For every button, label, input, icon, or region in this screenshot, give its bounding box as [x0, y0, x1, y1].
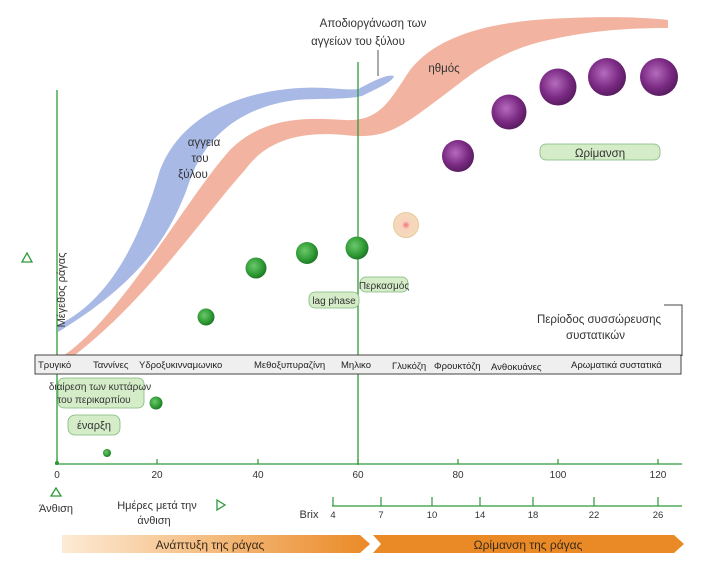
- cell-division-line2: του περικαρπίου: [57, 394, 130, 406]
- berry-day90: [491, 94, 527, 130]
- brix-tick-4: 4: [330, 510, 335, 521]
- days-arrow-icon: [216, 498, 227, 512]
- xylem-disorganization-line1: Αποδιοργάνωση των: [320, 18, 427, 30]
- compound-tannins: Ταννίνες: [93, 360, 129, 371]
- compound-anthocyanins: Ανθοκυάνες: [491, 362, 542, 373]
- onset-box-label: έναρξη: [77, 420, 111, 432]
- x-tick-0: 0: [54, 470, 60, 481]
- x-axis-ticks: [56, 459, 659, 464]
- x-tick-60: 60: [352, 470, 364, 481]
- phase-development-label: Ανάπτυξη της ράγας: [156, 538, 265, 552]
- brix-tick-22: 22: [589, 510, 600, 521]
- xylem-label-line2: του: [191, 153, 208, 165]
- cell-division-line1: διαίρεση των κυττάρων: [49, 381, 151, 393]
- days-label-line1: Ημέρες μετά την: [117, 500, 197, 512]
- compound-aroma: Αρωματικά συστατικά: [571, 360, 662, 371]
- accumulation-bracket: [664, 304, 683, 356]
- berry-veraison: [393, 212, 419, 238]
- flowering-label: Άνθιση: [39, 503, 73, 515]
- xylem-disorganization-line2: αγγείων του ξύλου: [311, 36, 405, 48]
- veraison-box-label: Περκασμός: [359, 280, 410, 292]
- xylem-tail: [360, 75, 394, 96]
- berry-day30: [197, 308, 215, 326]
- lag-phase-box-label: lag phase: [312, 296, 356, 307]
- phase-arrow-ripening: [373, 535, 684, 553]
- compounds-bar: [34, 354, 682, 375]
- berry-day80: [442, 140, 474, 172]
- xylem-band: [58, 87, 362, 332]
- berry-day100: [539, 68, 577, 106]
- cell-division-box: [57, 377, 145, 409]
- brix-label: Brix: [300, 509, 319, 521]
- berry-day110: [588, 58, 626, 96]
- xylem-label-line3: ξύλου: [178, 169, 208, 181]
- veraison-box: [359, 276, 409, 293]
- y-axis-arrow-icon: [20, 251, 34, 263]
- flowering-marker-icon: [49, 486, 63, 497]
- brix-tick-7: 7: [378, 510, 383, 521]
- compound-fructose: Φρουκτόζη: [434, 361, 481, 372]
- ripening-box-label: Ωρίμανση: [575, 148, 625, 160]
- brix-tick-14: 14: [475, 510, 486, 521]
- phase-ripening-label: Ωρίμανση της ράγας: [474, 538, 583, 552]
- phloem-label: ηθμός: [428, 63, 460, 75]
- compound-methoxypyrazine: Μεθοξυπυραζίνη: [254, 360, 325, 371]
- y-axis-label: Μέγεθος ράγας: [56, 253, 68, 328]
- compound-hydroxycinnamic: Υδροξυκινναμωνικο: [139, 360, 222, 371]
- berry-day60: [345, 236, 369, 260]
- compound-glucose: Γλυκόζη: [392, 361, 426, 372]
- berry-day10: [103, 449, 111, 457]
- onset-box: [67, 414, 121, 436]
- berry-day50: [296, 242, 318, 264]
- accumulation-label-line2: συστατικών: [566, 330, 625, 342]
- berry-day120: [640, 58, 678, 96]
- berry-day20: [149, 396, 163, 410]
- x-tick-20: 20: [151, 470, 163, 481]
- brix-tick-26: 26: [653, 510, 664, 521]
- x-tick-120: 120: [650, 470, 667, 481]
- accumulation-label-line1: Περίοδος συσσώρευσης: [537, 314, 661, 326]
- brix-ticks: [332, 497, 659, 506]
- x-tick-40: 40: [252, 470, 264, 481]
- lag-phase-box: [308, 291, 360, 309]
- compound-tartaric: Τρυγικό: [38, 360, 71, 371]
- days-label-line2: άνθιση: [137, 515, 170, 527]
- compound-malic: Μηλικο: [341, 360, 371, 371]
- ripening-box: [539, 143, 661, 161]
- phase-arrow-development: [62, 535, 370, 553]
- xylem-label-line1: αγγεια: [188, 137, 221, 149]
- berry-day40: [245, 257, 267, 279]
- x-tick-100: 100: [550, 470, 567, 481]
- x-tick-80: 80: [452, 470, 464, 481]
- berry-day0: [55, 461, 59, 465]
- brix-tick-18: 18: [528, 510, 539, 521]
- brix-tick-10: 10: [427, 510, 438, 521]
